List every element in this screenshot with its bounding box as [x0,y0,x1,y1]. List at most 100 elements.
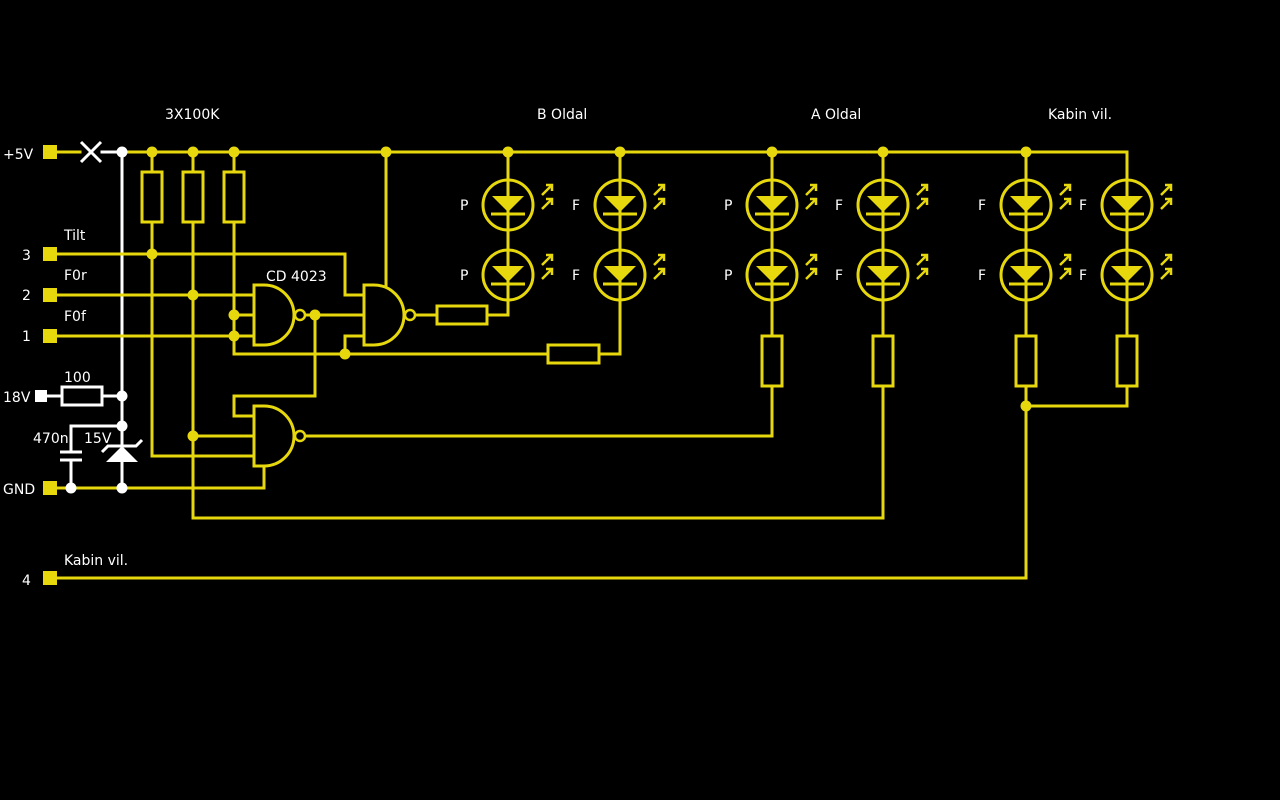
led-type-label: F [1079,268,1087,284]
light-arrow-head [1064,197,1072,205]
light-arrow [805,254,817,266]
led-type-label: F [1079,198,1087,214]
led-type-label: P [460,198,468,214]
led-triangle [867,266,899,282]
wire [69,424,124,454]
light-arrow [1059,184,1071,196]
junction-dot [187,289,199,301]
zener-bar [100,438,144,454]
wire [120,150,1129,182]
junction-dot [502,146,514,158]
components [35,140,1173,585]
break-mark [79,140,103,164]
junction-dot [339,348,351,360]
terminal-2-pin: 2 [22,288,31,304]
junction-dot [187,430,199,442]
light-arrow-head [810,197,818,205]
light-arrow-head [921,267,929,275]
light-arrow [1059,198,1071,210]
light-arrow-head [1165,253,1173,261]
terminal-pad [43,571,57,585]
terminal-pad [43,247,57,261]
led-type-label: P [724,198,732,214]
light-arrow-head [546,183,554,191]
light-arrow [916,254,928,266]
light-arrow [1160,184,1172,196]
led-triangle [756,196,788,212]
junction-dot [614,146,626,158]
wire [597,288,622,356]
junction-dot [228,146,240,158]
terminal-pad [43,329,57,343]
supply-resistor-label: 100 [64,370,91,386]
led-triangle [1010,266,1042,282]
light-arrow [805,198,817,210]
light-arrow-head [658,267,666,275]
resistor [871,334,895,388]
terminal-18v-pin: 18V [3,390,31,406]
light-arrow-head [921,253,929,261]
terminal-1-name: F0f [64,309,87,325]
led-type-label: F [978,198,986,214]
light-arrow-head [810,253,818,261]
junctions [65,146,1032,494]
light-arrow [653,268,665,280]
junction-dot [1020,400,1032,412]
ic-label: CD 4023 [266,269,327,285]
wire [232,313,317,418]
light-arrow [1160,198,1172,210]
wire [295,384,774,438]
led-triangle [492,266,524,282]
light-arrow-head [658,197,666,205]
light-arrow [916,184,928,196]
resistor [760,334,784,388]
resistor [546,343,601,365]
junction-dot [116,390,128,402]
resistor [222,170,246,224]
light-arrow-head [546,253,554,261]
terminal-pad [43,145,57,159]
led-type-label: F [572,268,580,284]
junction-dot [116,146,128,158]
led-triangle [1111,196,1143,212]
inverter-bubble [293,429,307,443]
nand-gate-2 [362,283,406,347]
wire [232,220,347,356]
wire [343,334,366,356]
led-triangle [492,196,524,212]
light-arrow-head [546,267,554,275]
terminal-3-name: Tilt [63,228,86,244]
light-arrow [653,198,665,210]
led-type-label: F [572,198,580,214]
zener-label: 15V [84,431,112,447]
terminal-4-pin: 4 [22,573,31,589]
terminal-plus5v-pin: +5V [3,147,34,163]
junction-dot [146,146,158,158]
led-type-label: P [724,268,732,284]
junction-dot [380,146,392,158]
led-type-label: F [978,268,986,284]
wire [55,404,1028,580]
nand-gate-3 [252,404,296,468]
resistor [140,170,164,224]
junction-dot [116,482,128,494]
light-arrow-head [1064,253,1072,261]
light-arrow [653,254,665,266]
zener-triangle [106,446,138,462]
led-type-label: P [460,268,468,284]
terminal-4-name: Kabin vil. [64,553,128,569]
resistor-array-label: 3X100K [165,107,220,123]
light-arrow-head [1165,197,1173,205]
capacitor-label: 470n [33,431,69,447]
wire [55,464,266,490]
terminal-pad [43,481,57,495]
terminal-gnd-pin: GND [3,482,35,498]
light-arrow [541,184,553,196]
light-arrow-head [1064,183,1072,191]
resistor [60,385,104,407]
light-arrow [1059,254,1071,266]
group-cabin-label: Kabin vil. [1048,107,1112,123]
light-arrow [1160,268,1172,280]
junction-dot [877,146,889,158]
